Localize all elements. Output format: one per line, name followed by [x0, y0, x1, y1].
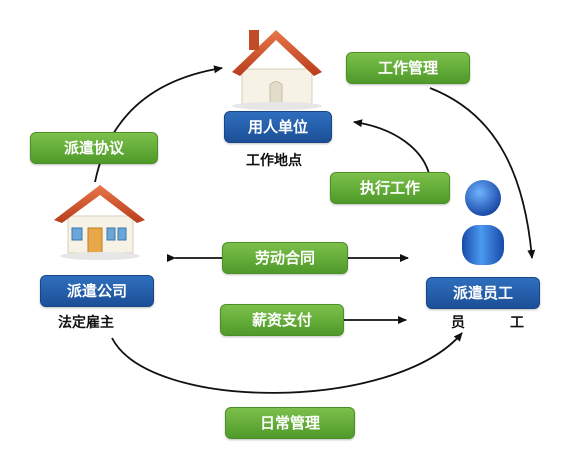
relation-daily-management: 日常管理 — [225, 407, 355, 439]
node-employee: 派遣员工 — [426, 277, 540, 309]
node-employee-sub-left: 员 — [451, 315, 465, 331]
arrow-work-management — [429, 87, 536, 259]
relation-salary-payment: 薪资支付 — [220, 304, 344, 336]
node-employee-sub-right: 工 — [510, 315, 524, 331]
relation-perform-work: 执行工作 — [330, 172, 450, 204]
arrow-perform-work — [353, 119, 431, 179]
node-agency: 派遣公司 — [40, 275, 154, 307]
house-icon — [232, 30, 322, 110]
person-icon — [462, 180, 504, 265]
relation-dispatch-agreement: 派遣协议 — [30, 132, 158, 164]
relation-labor-contract: 劳动合同 — [222, 242, 348, 274]
node-employer: 用人单位 — [224, 111, 332, 143]
node-agency-sub: 法定雇主 — [58, 315, 114, 331]
node-employer-sub: 工作地点 — [246, 153, 302, 169]
relation-work-management: 工作管理 — [346, 52, 470, 84]
arrow-daily-management — [111, 332, 463, 394]
house-icon — [54, 185, 145, 260]
arrow-dispatch-agreement — [94, 65, 223, 183]
